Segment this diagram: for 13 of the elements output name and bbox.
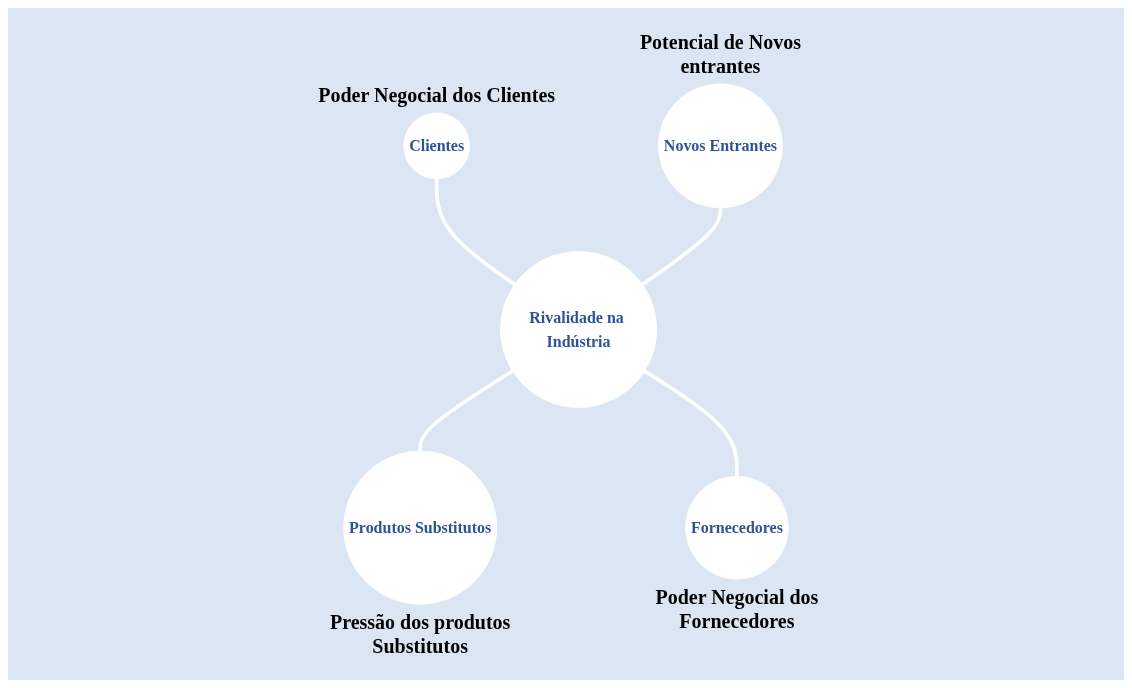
connector <box>418 369 514 452</box>
node-circle: Rivalidade na Indústria <box>500 251 657 408</box>
force-caption: Pressão dos produtos Substitutos <box>328 610 512 659</box>
node-circle: Novos Entrantes <box>658 83 783 209</box>
node-circle: Clientes <box>403 112 470 180</box>
force-caption: Potencial de Novos entrantes <box>638 29 802 78</box>
node-circle: Produtos Substitutos <box>343 450 498 605</box>
force-caption: Poder Negocial dos Clientes <box>317 82 557 107</box>
connector <box>641 207 723 287</box>
node-circle: Fornecedores <box>685 475 789 580</box>
force-caption: Poder Negocial dos Fornecedores <box>654 585 820 634</box>
connector <box>434 178 516 287</box>
connector <box>643 369 739 477</box>
